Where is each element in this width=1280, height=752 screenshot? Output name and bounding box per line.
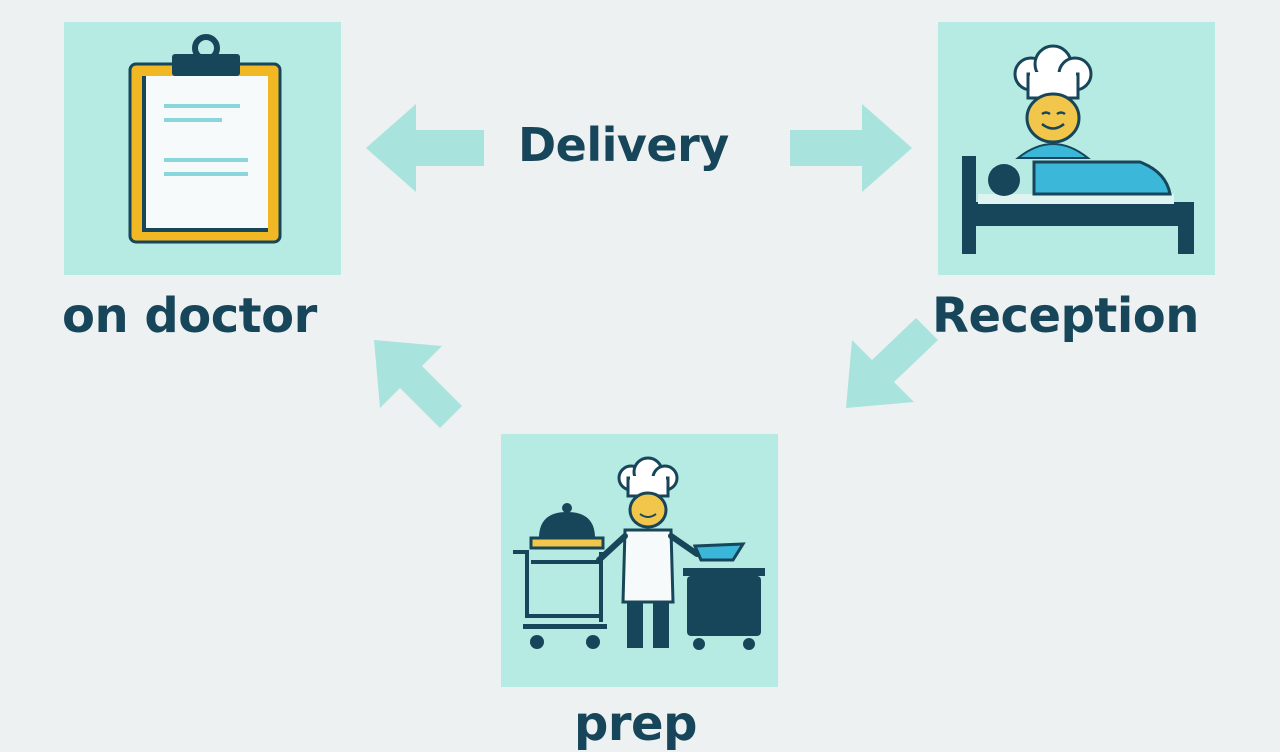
reception-label: Reception	[932, 288, 1199, 344]
kitchen-card	[501, 434, 778, 687]
reception-card	[938, 22, 1215, 275]
arrow-up-left-icon	[374, 340, 462, 428]
chef-bed-icon	[962, 44, 1194, 254]
chef-cart-icon	[513, 456, 765, 650]
arrow-right-icon	[790, 104, 912, 192]
delivery-label: Delivery	[518, 118, 729, 172]
arrow-down-left-icon	[846, 318, 938, 408]
doctor-label: on doctor	[62, 288, 317, 344]
arrow-left-icon	[366, 104, 484, 192]
prep-label: prep	[574, 696, 697, 752]
clipboard-icon	[128, 34, 282, 244]
clipboard-card	[64, 22, 341, 275]
